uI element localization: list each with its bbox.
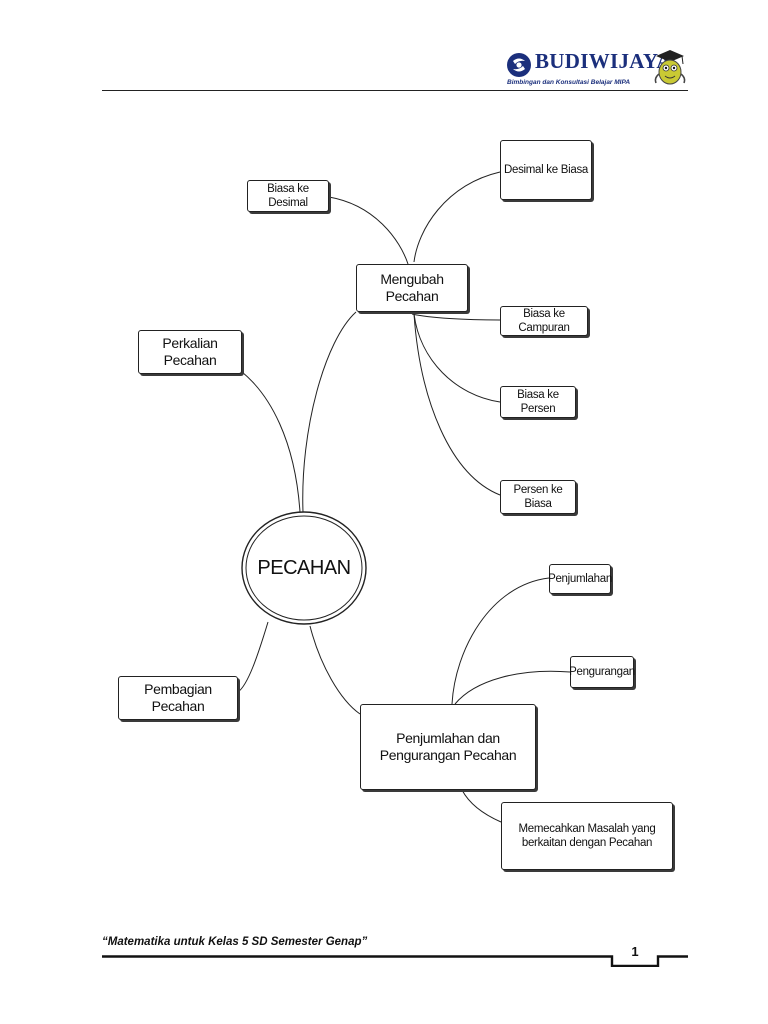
footer-book-title: “Matematika untuk Kelas 5 SD Semester Ge… [102,936,368,948]
connector-penjumlahan-penjumlahan [451,577,550,705]
node-label: Mengubah Pecahan [380,270,444,305]
node-desimal-ke-biasa: Desimal ke Biasa [500,140,592,200]
node-penjumlahan-pengurangan: Penjumlahan dan Pengurangan Pecahan [360,704,536,790]
node-memecahkan-masalah: Memecahkan Masalah yang berkaitan dengan… [501,802,673,870]
connector-mengubah-persen-biasa [413,313,501,496]
node-label: Penjumlahan dan Pengurangan Pecahan [379,729,517,764]
connector-center-penjumlahan [309,625,361,715]
connector-mengubah-biasa-desimal [328,196,409,265]
page-number: 1 [631,944,639,959]
node-biasa-ke-campuran: Biasa ke Campuran [500,306,588,336]
node-mengubah-pecahan: Mengubah Pecahan [356,264,468,312]
node-label: Persen ke Biasa [513,483,563,510]
node-persen-ke-biasa: Persen ke Biasa [500,480,576,514]
brand-mark-icon [507,53,531,77]
center-ellipse-shape [241,511,367,625]
connector-center-perkalian [241,371,301,513]
header-divider [102,90,688,91]
node-label: Biasa ke Desimal [267,182,309,209]
node-biasa-ke-desimal: Biasa ke Desimal [247,180,329,212]
brand-name: BUDIWIJAYA [535,49,672,73]
node-label: Memecahkan Masalah yang berkaitan dengan… [518,822,656,849]
node-label: Biasa ke Campuran [518,307,570,334]
node-label: Perkalian Pecahan [162,334,218,369]
node-label: Biasa ke Persen [517,388,559,415]
brand-tagline: Bimbingan dan Konsultasi Belajar MIPA [507,79,631,86]
brand-logo: BUDIWIJAYA Bimbingan dan Konsultasi Bela… [506,48,688,90]
node-biasa-ke-persen: Biasa ke Persen [500,386,576,418]
footer-divider [102,955,688,967]
node-label: Penjumlahan [548,572,612,585]
node-penjumlahan: Penjumlahan [548,564,612,594]
connector-mengubah-biasa-persen [413,313,501,403]
connector-mengubah-desimal-biasa [413,171,501,263]
connector-penjumlahan-pengurangan [454,670,571,705]
node-perkalian-pecahan: Perkalian Pecahan [138,330,242,374]
connector-center-pembagian [237,621,269,693]
connector-penjumlahan-memecahkan [461,789,502,823]
node-pembagian-pecahan: Pembagian Pecahan [118,676,238,720]
center-node-pecahan: PECAHAN [240,510,368,626]
connector-center-mengubah [302,311,357,513]
center-node-label: PECAHAN [257,556,351,579]
node-label: Pengurangan [569,665,635,678]
connector-mengubah-biasa-campuran [411,313,501,321]
graduate-mascot-icon [654,50,686,85]
node-pengurangan: Pengurangan [569,656,635,688]
node-label: Pembagian Pecahan [144,680,212,715]
node-label: Desimal ke Biasa [503,163,589,176]
